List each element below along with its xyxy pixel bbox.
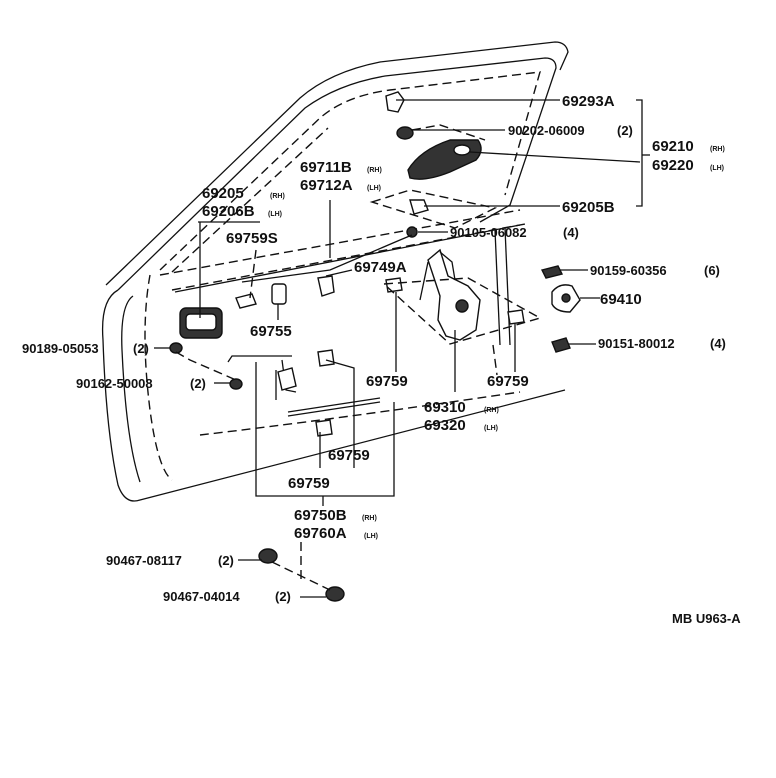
label-69320: 69320 [424,417,466,434]
plug-90467-08117 [258,548,278,564]
leader-lines [154,99,650,598]
screw-90162 [229,378,243,390]
diagram-code: MB U963-A [672,611,741,626]
bracket-69293a [385,91,405,113]
label-69759-d: 69759 [288,475,330,492]
label-90159-qty: (6) [704,263,720,278]
label-90189-qty: (2) [133,341,149,356]
label-69755: 69755 [250,323,292,340]
clip-69759-d [315,419,333,437]
part-labels: 69293A 90202-06009 (2) 69210 (RH) 69220 … [22,93,741,626]
label-90151: 90151-80012 [598,336,675,351]
label-69293a: 69293A [562,93,615,110]
label-69759s: 69759S [226,230,278,247]
rod-69750b [227,355,292,363]
door-parts [169,91,581,602]
label-69749a: 69749A [354,259,407,276]
label-90189: 90189-05053 [22,341,99,356]
cylinder-69205b [409,199,429,215]
clip-69759s [235,293,257,309]
label-90105-qty: (4) [563,225,579,240]
label-69712a: 69712A [300,177,353,194]
clip-69749a [317,275,335,297]
rod-69711b [241,234,413,283]
label-90105: 90105-06082 [450,225,527,240]
rod-69760a [287,397,381,413]
label-69760a-side: (LH) [364,533,378,540]
label-69205b: 69205B [562,199,615,216]
label-90151-qty: (4) [710,336,726,351]
clip-69759-b [507,309,525,325]
label-69711b-side: (RH) [367,167,382,174]
door-frame [101,41,569,502]
label-69759-b: 69759 [487,373,529,390]
label-90202-qty: (2) [617,123,633,138]
label-90467-04014-qty: (2) [275,589,291,604]
label-69206b-side: (LH) [268,211,282,218]
label-90467-08117-qty: (2) [218,553,234,568]
label-69206b: 69206B [202,203,255,220]
outside-handle-69210 [407,139,482,180]
clip-69759-a [385,277,403,293]
label-69210-side: (RH) [710,146,725,153]
clip-69759-c [317,349,335,367]
label-69310: 69310 [424,399,466,416]
door-lock-69310 [427,248,481,341]
label-69220-side: (LH) [710,165,724,172]
label-69711b: 69711B [300,159,352,176]
screw-90189 [169,342,183,354]
label-69220: 69220 [652,157,694,174]
label-69759-a: 69759 [366,373,408,390]
label-69712a-side: (LH) [367,185,381,192]
label-69410: 69410 [600,291,642,308]
label-90162: 90162-50008 [76,376,153,391]
label-90159: 90159-60356 [590,263,667,278]
screw-90151 [551,337,571,353]
label-90467-04014: 90467-04014 [163,589,240,604]
label-69310-side: (RH) [484,407,499,414]
label-69205-side: (RH) [270,193,285,200]
label-90467-08117: 90467-08117 [106,553,182,568]
label-69760a: 69760A [294,525,347,542]
label-69759-c: 69759 [328,447,370,464]
label-69210: 69210 [652,138,694,155]
bolt-90105 [406,226,418,238]
screw-90159 [540,265,564,279]
label-69750b-side: (RH) [362,515,377,522]
plug-90467-04014 [325,586,345,602]
label-69320-side: (LH) [484,425,498,432]
label-69750b: 69750B [294,507,347,524]
knob-69755 [271,283,287,305]
label-90202: 90202-06009 [508,123,585,138]
label-90162-qty: (2) [190,376,206,391]
nut-90202 [396,126,414,140]
label-69205: 69205 [202,185,244,202]
